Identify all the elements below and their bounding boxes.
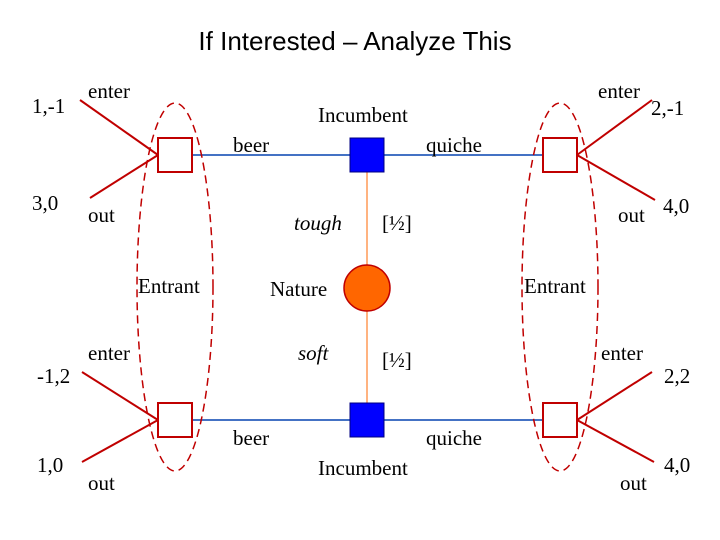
quiche-label-top: quiche (426, 133, 482, 157)
info-set-left (136, 102, 214, 472)
slide-title: If Interested – Analyze This (198, 26, 511, 56)
beer-label-bottom: beer (233, 426, 269, 450)
nature-label: Nature (270, 277, 327, 301)
incumbent-node-tough (349, 137, 385, 173)
branch-br-out (576, 419, 655, 463)
branch-tr-out (576, 154, 656, 201)
entrant-node-tr (542, 137, 578, 173)
info-set-right (521, 102, 599, 472)
enter-label-br: enter (601, 341, 643, 365)
payoff-tr-enter: 2,-1 (651, 96, 684, 120)
out-label-bl: out (88, 471, 115, 495)
out-label-tl: out (88, 203, 115, 227)
payoff-bl-enter: -1,2 (37, 364, 70, 388)
payoff-tl-out: 3,0 (32, 191, 58, 215)
enter-label-tl: enter (88, 79, 130, 103)
branch-tl-enter (79, 99, 159, 156)
payoff-br-out: 4,0 (664, 453, 690, 477)
incumbent-label-top: Incumbent (318, 103, 408, 127)
payoff-bl-out: 1,0 (37, 453, 63, 477)
tough-label: tough (294, 211, 342, 235)
out-label-tr: out (618, 203, 645, 227)
soft-label: soft (298, 341, 330, 365)
prob-tough-label: [½] (382, 211, 412, 235)
incumbent-node-soft (349, 402, 385, 438)
branch-bl-enter (81, 371, 159, 421)
payoff-tl-enter: 1,-1 (32, 94, 65, 118)
entrant-node-br (542, 402, 578, 438)
quiche-label-bottom: quiche (426, 426, 482, 450)
nature-node (343, 264, 391, 312)
payoff-tr-out: 4,0 (663, 194, 689, 218)
incumbent-label-bottom: Incumbent (318, 456, 408, 480)
enter-label-bl: enter (88, 341, 130, 365)
entrant-label-right: Entrant (524, 274, 586, 298)
branch-br-enter (576, 371, 653, 421)
entrant-node-tl (157, 137, 193, 173)
entrant-label-left: Entrant (138, 274, 200, 298)
prob-soft-label: [½] (382, 348, 412, 372)
branch-bl-out (81, 419, 159, 463)
enter-label-tr: enter (598, 79, 640, 103)
branch-tr-enter (576, 99, 653, 156)
out-label-br: out (620, 471, 647, 495)
entrant-node-bl (157, 402, 193, 438)
beer-label-top: beer (233, 133, 269, 157)
payoff-br-enter: 2,2 (664, 364, 690, 388)
